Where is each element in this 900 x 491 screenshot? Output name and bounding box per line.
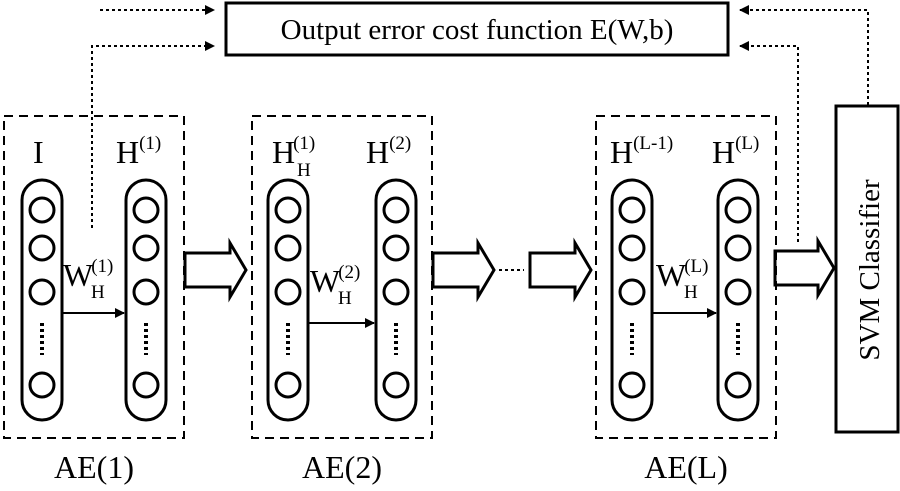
autoencoder-block-2: H(1) H H(2) W(2) H AE(2) [251,115,433,485]
neuron [382,234,410,262]
neuron [274,371,302,399]
neuron [618,196,646,224]
hidden-layer-label: H(L) [712,133,759,170]
cost-function-label: Output error cost function E(W,b) [281,14,674,46]
neuron [132,278,160,306]
neuron [382,371,410,399]
svm-classifier-box [834,104,900,434]
hidden-layer-label: H(1) [116,133,161,170]
dotted-arrow-from-ae1 [91,41,215,228]
block-frame [595,115,777,439]
neuron [132,234,160,262]
neuron [724,234,752,262]
block-arrow-1 [183,237,248,303]
dotted-arrow-from-ael [739,41,799,242]
block-frame [251,115,433,439]
autoencoder-block-l: H(L-1) H(L) W(L) H AE(L) [595,115,777,485]
block-arrow-3 [528,237,593,303]
neuron [28,371,56,399]
autoencoder-block-1: I H(1) W(1) H AE(1) [3,115,185,485]
neuron [618,234,646,262]
input-layer-label: H(1) [272,133,315,170]
dotted-arrow-from-classifier [739,5,869,105]
input-layer-subscript: H [297,160,311,181]
block-caption: AE(2) [302,449,382,485]
cost-function-box [224,1,730,57]
neuron [132,196,160,224]
weight-label: W(L) [656,256,708,293]
neuron [382,196,410,224]
input-layer-label: I [33,134,44,170]
block-arrow-2 [431,237,496,303]
neuron [724,278,752,306]
block-caption: AE(L) [644,449,728,485]
neuron [618,278,646,306]
block-caption: AE(1) [54,449,134,485]
input-layer-label: H(L-1) [610,133,673,170]
neuron [274,196,302,224]
neuron [28,196,56,224]
neuron [724,371,752,399]
neuron [618,371,646,399]
weight-label: W(1) [63,256,113,293]
neuron [28,278,56,306]
block-arrow-to-classifier [773,235,836,301]
weight-subscript: H [338,288,352,309]
svm-classifier-label: SVM Classifier [854,179,886,361]
hidden-layer-label: H(2) [366,133,411,170]
neuron [274,278,302,306]
neuron [28,234,56,262]
weight-label: W(2) [310,262,360,299]
neuron [274,234,302,262]
block-frame [3,115,185,439]
weight-subscript: H [684,282,698,303]
neuron [724,196,752,224]
neuron [132,371,160,399]
neuron [382,278,410,306]
weight-subscript: H [91,282,105,303]
